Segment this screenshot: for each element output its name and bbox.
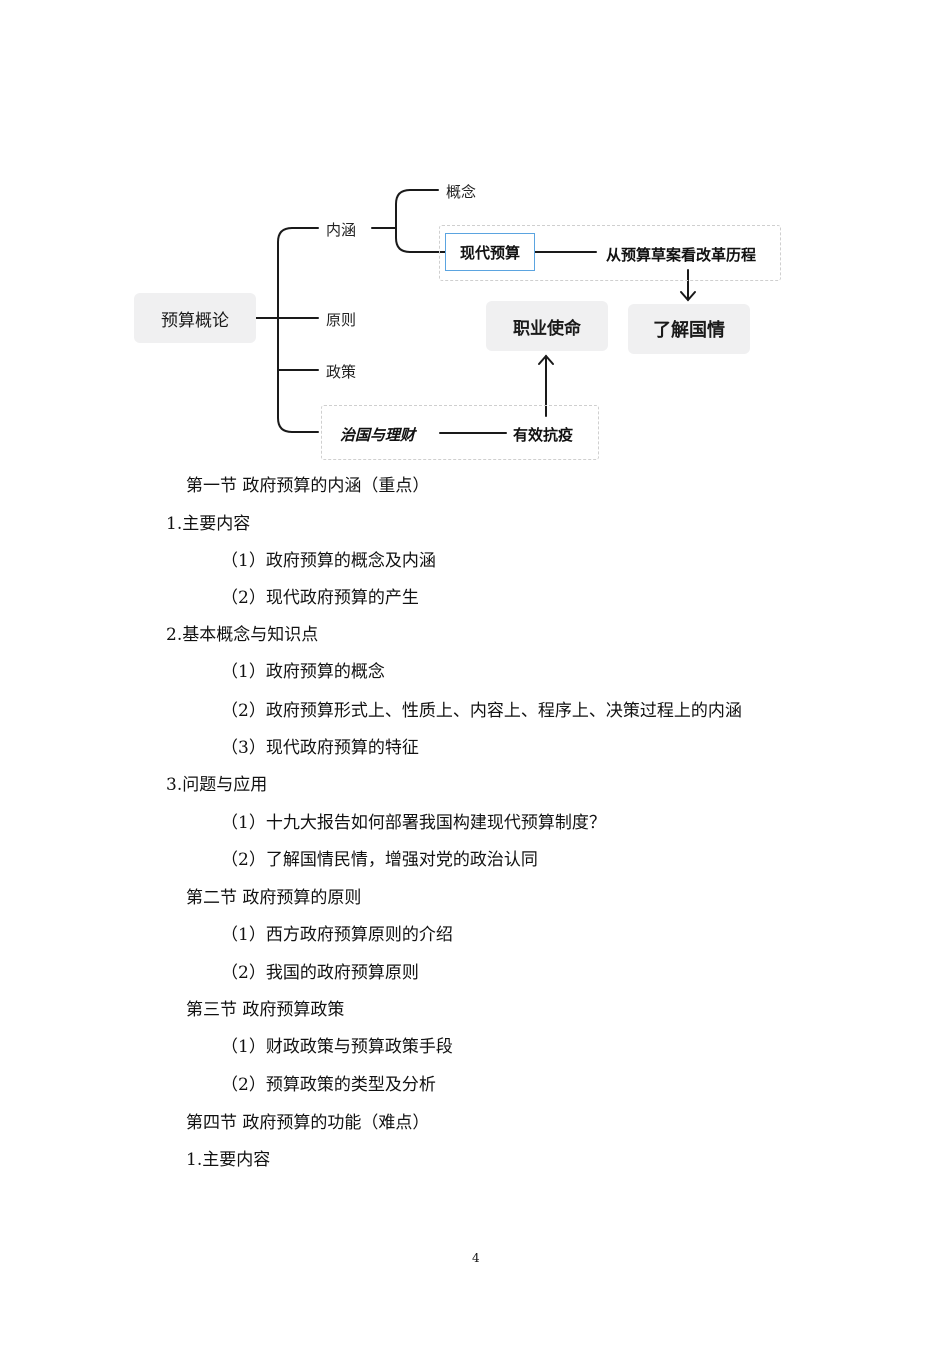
text-line: （1）政府预算的概念及内涵 <box>221 551 436 571</box>
text-line: （2）我国的政府预算原则 <box>221 963 419 983</box>
node-modern-budget: 现代预算 <box>445 233 535 271</box>
branch-neihan: 内涵 <box>326 220 357 239</box>
text-line: 2.基本概念与知识点 <box>166 625 319 645</box>
branch-yuanze: 原则 <box>326 310 357 329</box>
node-gainian: 概念 <box>446 182 477 201</box>
branch-zhiguo: 治国与理财 <box>340 425 416 444</box>
text-line: 1.主要内容 <box>186 1150 271 1170</box>
text-line: 3.问题与应用 <box>166 775 268 795</box>
modern-budget-dashed-frame <box>439 225 781 281</box>
section-1-heading: 第一节 政府预算的内涵（重点） <box>186 476 430 496</box>
text-line: 1.主要内容 <box>166 514 251 534</box>
section-4-heading: 第四节 政府预算的功能（难点） <box>186 1113 430 1133</box>
branch-zhengce: 政策 <box>326 362 357 381</box>
node-mission: 职业使命 <box>486 301 608 351</box>
governance-dashed-frame <box>321 405 599 460</box>
node-know-country: 了解国情 <box>628 304 750 354</box>
text-line: （1）十九大报告如何部署我国构建现代预算制度？ <box>221 813 606 833</box>
text-line: （1）财政政策与预算政策手段 <box>221 1037 453 1057</box>
text-line: （3）现代政府预算的特征 <box>221 738 419 758</box>
text-line: （1）政府预算的概念 <box>221 662 385 682</box>
mind-map: 预算概论 内涵 原则 政策 治国与理财 概念 现代预算 从预算草案看改革历程 了… <box>0 0 952 470</box>
text-line: （2）预算政策的类型及分析 <box>221 1075 436 1095</box>
mind-map-connectors <box>255 189 696 434</box>
text-line: （2）政府预算形式上、性质上、内容上、程序上、决策过程上的内涵 <box>221 701 742 721</box>
page-number: 4 <box>472 1251 480 1265</box>
node-epidemic: 有效抗疫 <box>513 425 574 444</box>
section-2-heading: 第二节 政府预算的原则 <box>186 888 362 908</box>
section-3-heading: 第三节 政府预算政策 <box>186 1000 345 1020</box>
text-line: （1）西方政府预算原则的介绍 <box>221 925 453 945</box>
root-node: 预算概论 <box>134 293 256 343</box>
node-reform-history: 从预算草案看改革历程 <box>606 245 757 264</box>
text-line: （2）了解国情民情，增强对党的政治认同 <box>221 850 538 870</box>
text-line: （2）现代政府预算的产生 <box>221 588 419 608</box>
